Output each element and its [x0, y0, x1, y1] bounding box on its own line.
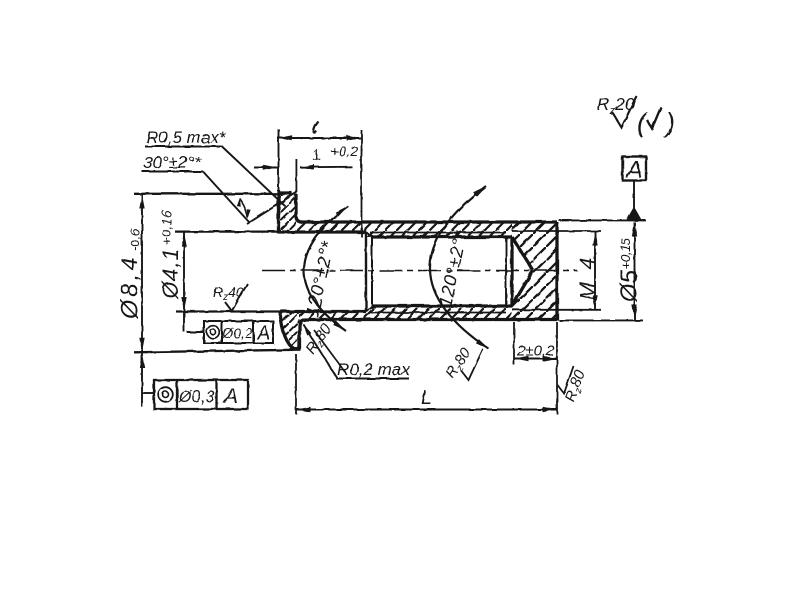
- svg-text:R0,5 max*: R0,5 max*: [146, 128, 227, 147]
- svg-text:M4: M4: [577, 245, 600, 300]
- svg-text:R0,2 max: R0,2 max: [337, 360, 410, 379]
- svg-text:A: A: [256, 323, 270, 344]
- svg-text:Ø0,2: Ø0,2: [221, 325, 253, 341]
- svg-text:2±0,2: 2±0,2: [516, 343, 555, 360]
- svg-text:A: A: [222, 385, 238, 408]
- svg-text:30°±2°*: 30°±2°*: [143, 153, 202, 172]
- svg-text:Ø0,3: Ø0,3: [178, 388, 216, 406]
- svg-text:): ): [663, 108, 675, 138]
- svg-text:A: A: [624, 157, 642, 184]
- svg-text:Ø8,4-0,6: Ø8,4-0,6: [117, 228, 144, 319]
- svg-text:1: 1: [311, 146, 322, 164]
- svg-text:L: L: [421, 387, 432, 409]
- svg-text:+0,2: +0,2: [331, 143, 359, 159]
